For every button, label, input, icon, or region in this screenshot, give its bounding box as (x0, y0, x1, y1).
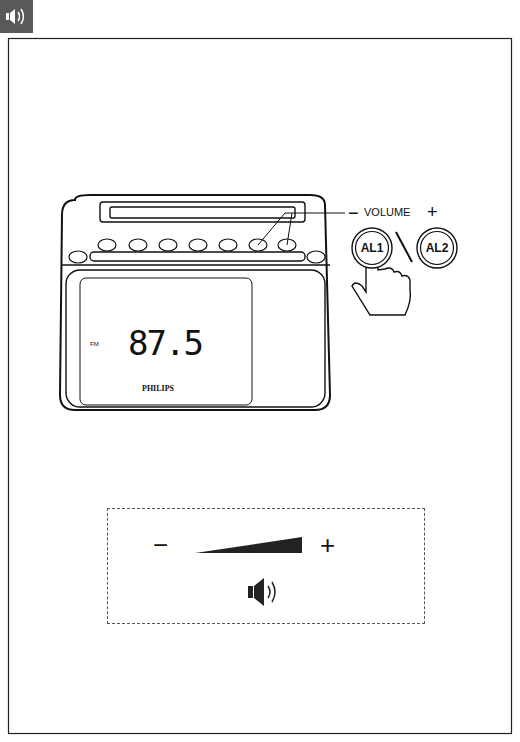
volume-sign: − (153, 532, 168, 558)
minus-sign: − (348, 204, 359, 222)
button-circle: AL1 (351, 227, 393, 269)
speaker-icon (6, 9, 24, 24)
volume-sign: + (320, 532, 335, 558)
clock-radio (60, 195, 345, 410)
button-circle: AL2 (416, 227, 458, 269)
volume-label: VOLUME (364, 207, 410, 218)
slash (396, 232, 412, 262)
plus-sign: + (427, 203, 438, 221)
frame (9, 39, 512, 734)
button-label: AL2 (426, 242, 449, 254)
speaker-icon (248, 578, 275, 606)
volume-wedge (195, 537, 302, 553)
brand-label: PHILIPS (142, 385, 174, 393)
band-label: FM (90, 341, 99, 347)
volume-panel: −+ (107, 508, 425, 624)
header-tab (0, 0, 33, 33)
button-label: AL1 (361, 242, 384, 254)
frequency-display: 87.5 (128, 326, 202, 360)
